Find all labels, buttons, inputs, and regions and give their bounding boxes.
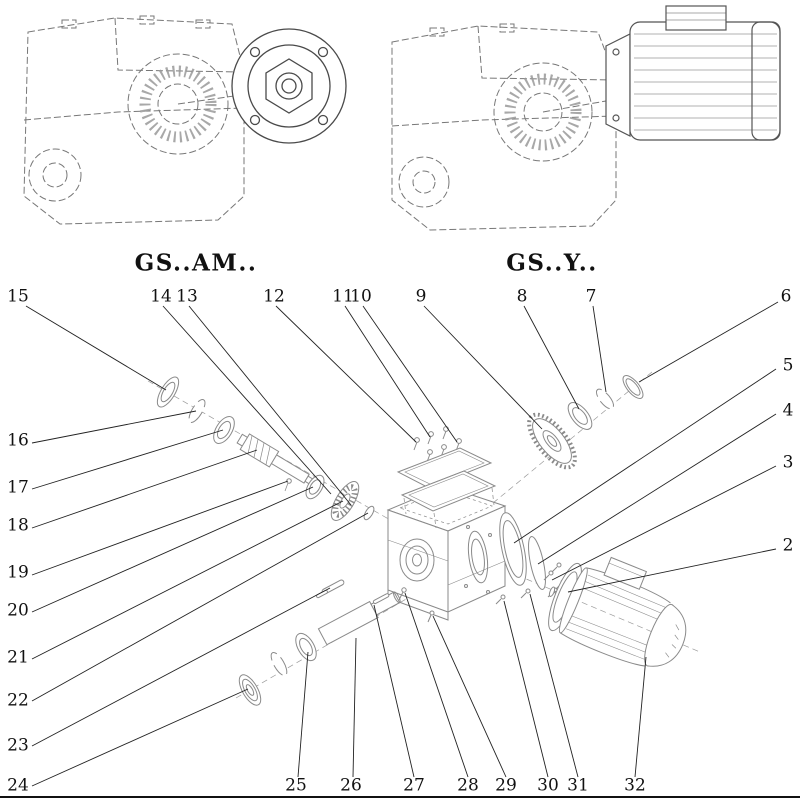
worm-gear-disc <box>330 481 360 521</box>
bearing <box>213 415 235 445</box>
oil-seal <box>238 674 262 706</box>
gear-hatch-ring <box>504 73 582 151</box>
exploded-housing <box>386 485 507 623</box>
shim-ring <box>622 374 644 400</box>
variant-label-gs-y: GS..Y.. <box>506 249 598 277</box>
callout-30: 30 <box>537 775 559 796</box>
bearing <box>295 632 317 662</box>
callout-27: 27 <box>403 775 425 796</box>
callout-15: 15 <box>7 286 29 307</box>
o-ring <box>528 536 546 590</box>
bottom-border-line <box>0 796 800 798</box>
callout-14: 14 <box>150 286 172 307</box>
retaining-ring <box>188 399 206 423</box>
callout-12: 12 <box>263 286 285 307</box>
retaining-ring <box>596 388 614 410</box>
helical-gear <box>527 412 577 470</box>
callout-10: 10 <box>350 286 372 307</box>
callout-3: 3 <box>782 452 794 473</box>
callout-24: 24 <box>7 775 29 796</box>
exploded-gear-set <box>527 374 644 470</box>
gear-hatch-ring <box>139 65 217 143</box>
oil-seal <box>156 376 180 408</box>
housing-motor-bore <box>467 530 489 584</box>
callout-18: 18 <box>7 515 29 536</box>
callout-11: 11 <box>332 286 354 307</box>
callout-26: 26 <box>340 775 362 796</box>
callout-17: 17 <box>7 477 29 498</box>
motor-fins <box>566 574 668 661</box>
bearing <box>567 402 593 430</box>
callout-20: 20 <box>7 600 29 621</box>
callout-6: 6 <box>780 286 792 307</box>
small-ring <box>363 505 375 521</box>
callout-7: 7 <box>585 286 597 307</box>
cover-plate <box>396 447 493 489</box>
exploded-motor <box>548 556 687 667</box>
callout-8: 8 <box>516 286 528 307</box>
gearbox-gs-y-drawing <box>391 23 617 231</box>
callout-25: 25 <box>285 775 307 796</box>
output-shaft <box>317 591 401 646</box>
housing-screw <box>429 610 435 616</box>
worm-shaft <box>236 433 318 488</box>
exploded-flange <box>495 512 566 605</box>
housing-screw <box>401 587 407 593</box>
output-flange-drawing <box>231 28 347 144</box>
callout-29: 29 <box>495 775 517 796</box>
callout-21: 21 <box>7 647 29 668</box>
gearbox-gs-am-drawing <box>23 15 263 225</box>
exploded-output-shaft <box>238 579 401 706</box>
leader-lines <box>25 301 779 787</box>
callout-23: 23 <box>7 735 29 756</box>
callout-16: 16 <box>7 430 29 451</box>
callout-31: 31 <box>567 775 589 796</box>
callout-2: 2 <box>782 535 794 556</box>
callout-19: 19 <box>7 562 29 583</box>
callout-9: 9 <box>415 286 427 307</box>
exploded-top-cover <box>396 426 497 529</box>
adapter-flange <box>499 512 527 586</box>
cover-gasket <box>400 470 497 512</box>
exploded-input-shaft <box>156 376 375 521</box>
flange-hub-hexagon <box>265 58 313 114</box>
callout-4: 4 <box>782 400 794 421</box>
callout-32: 32 <box>624 775 646 796</box>
callout-5: 5 <box>782 355 794 376</box>
motor-terminal-box <box>665 5 727 31</box>
housing-front-bore <box>399 538 435 582</box>
callout-22: 22 <box>7 690 29 711</box>
motor-shaft-end <box>548 586 556 597</box>
callout-28: 28 <box>457 775 479 796</box>
motor-fan-cover <box>647 604 687 667</box>
variant-label-gs-am: GS..AM.. <box>134 249 258 277</box>
callout-13: 13 <box>176 286 198 307</box>
motor-fan-cover <box>751 21 781 141</box>
motor-drawing <box>605 5 781 141</box>
retaining-ring <box>270 651 288 677</box>
